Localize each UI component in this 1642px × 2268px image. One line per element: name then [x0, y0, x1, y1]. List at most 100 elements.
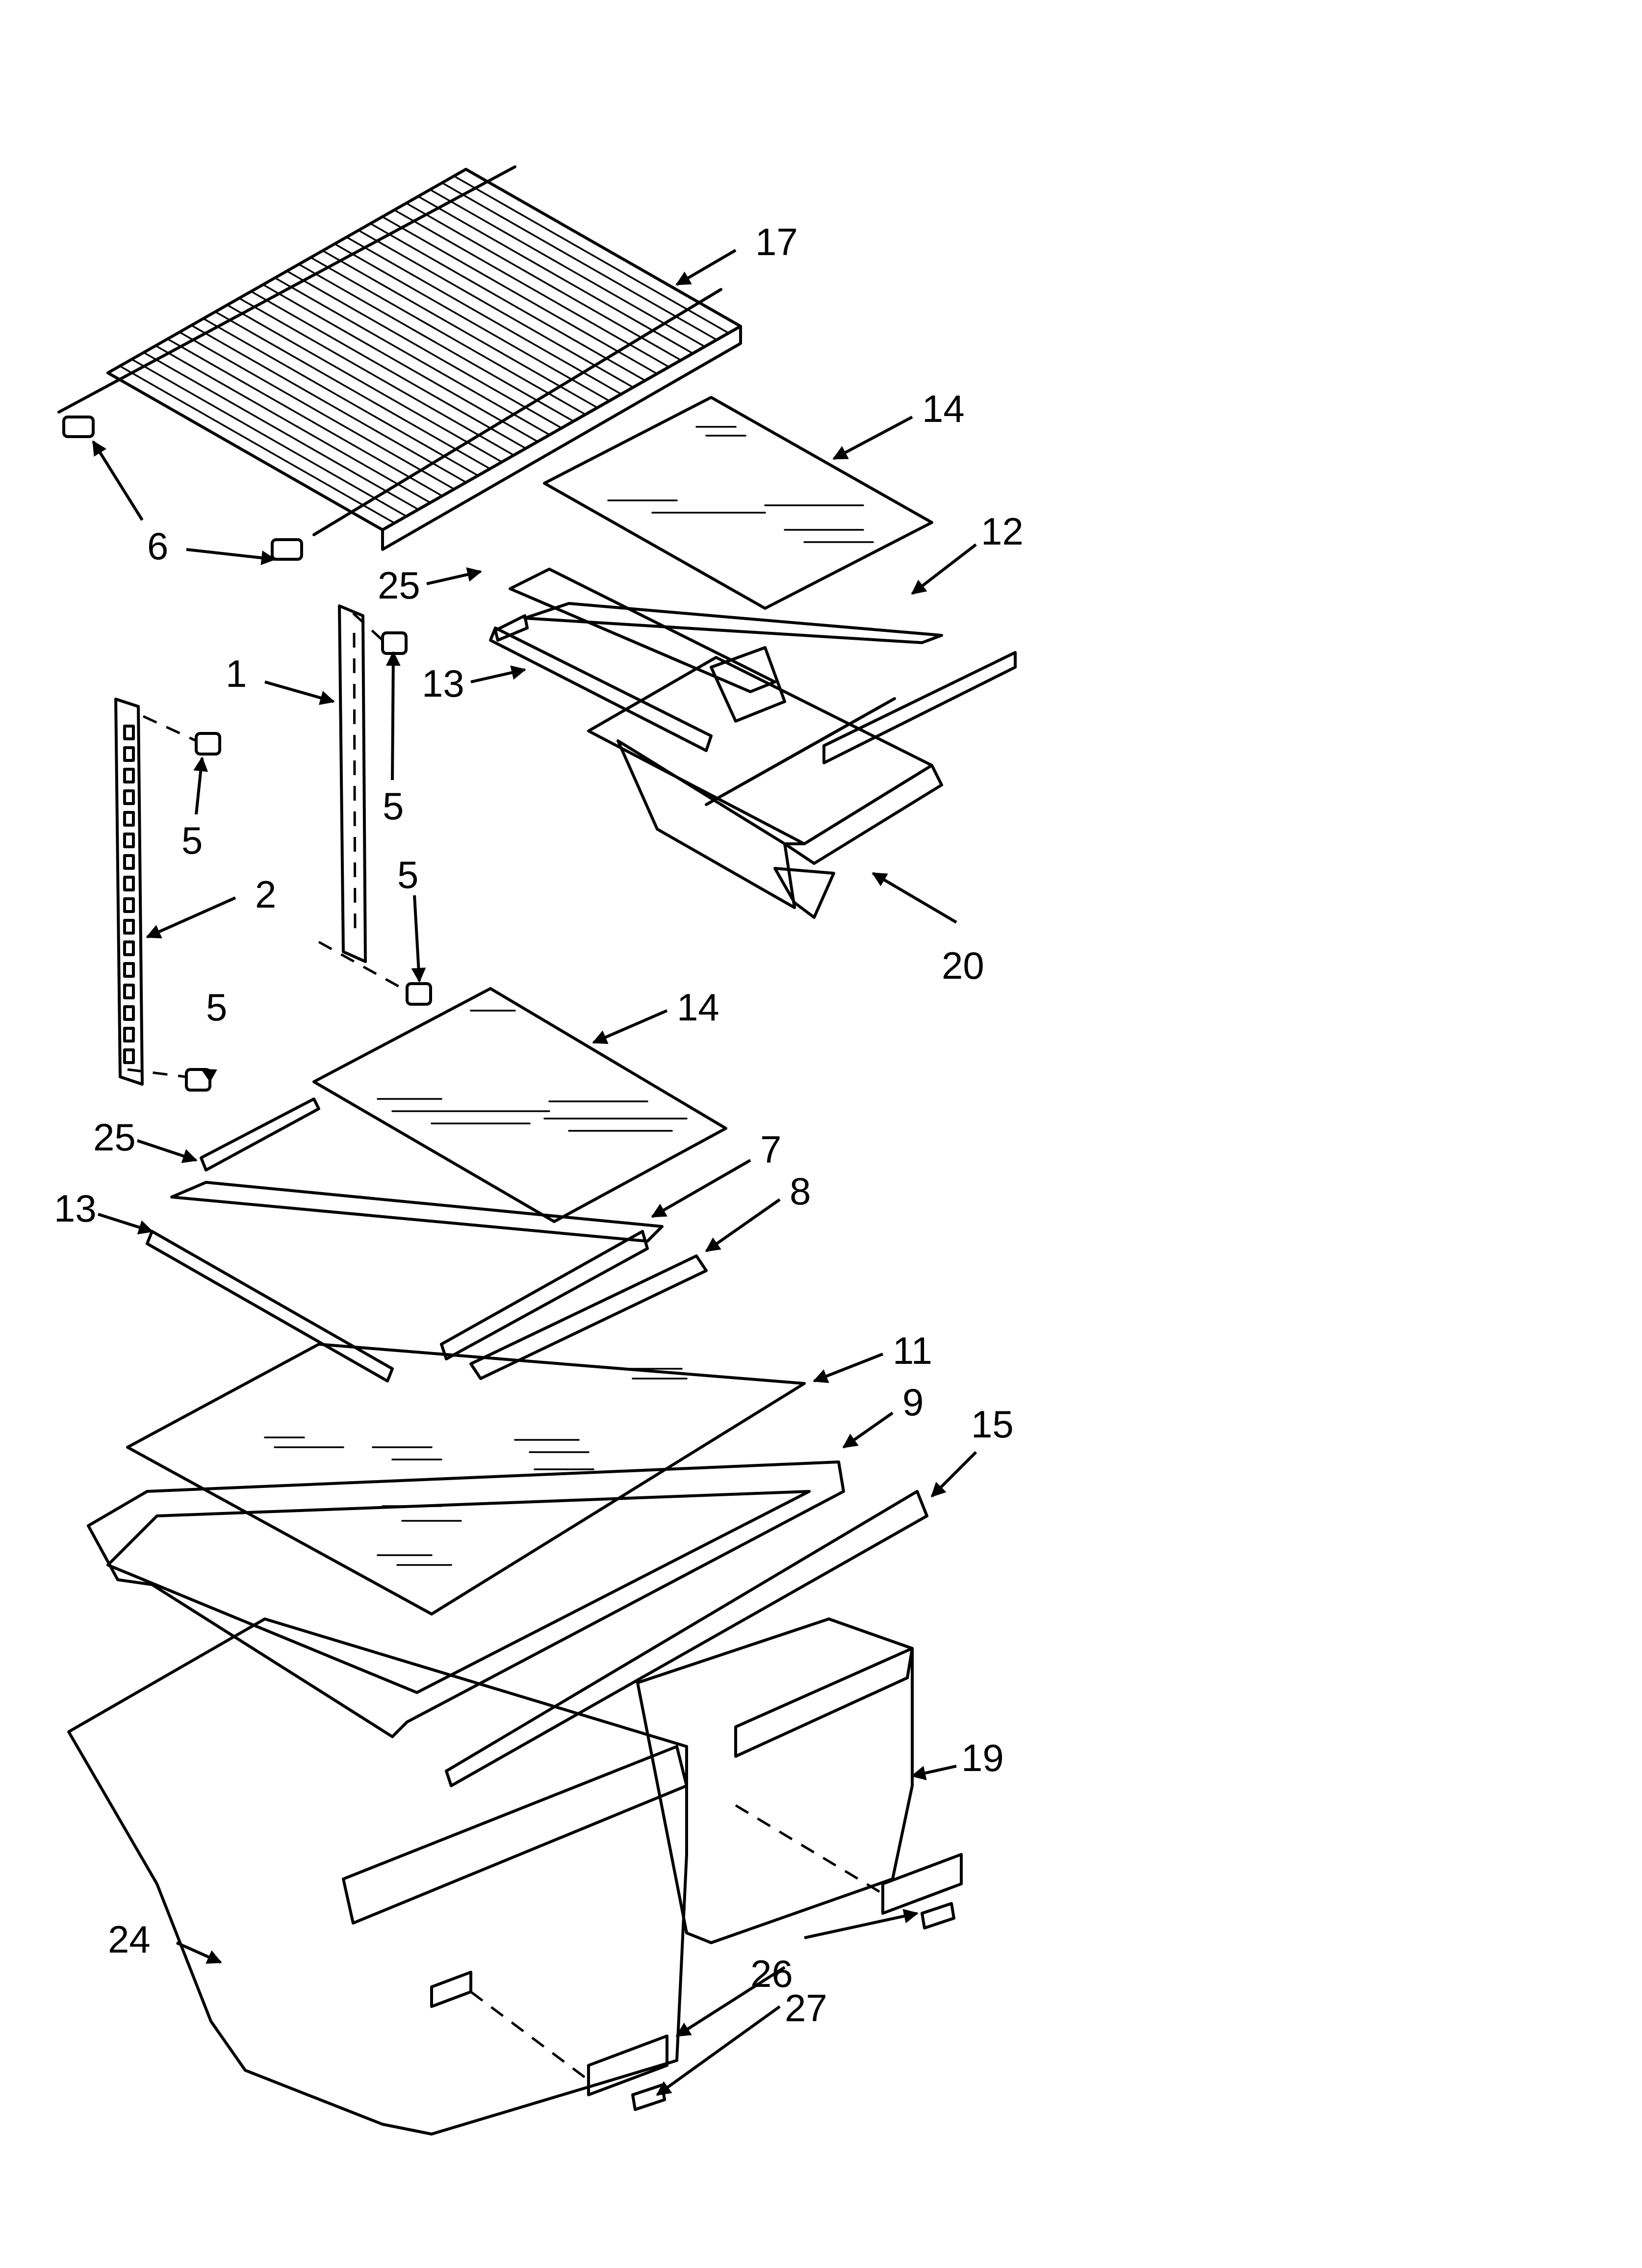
shelf-rod: [262, 284, 539, 443]
shelf-ladder-2: [114, 698, 144, 1086]
callout-9: 9: [902, 1381, 924, 1424]
shelf-rod: [405, 202, 682, 361]
ladder-slot: [123, 833, 135, 848]
shelf-rod: [345, 236, 622, 395]
shelf-rod: [143, 351, 419, 511]
shelf-rod: [465, 168, 742, 327]
ladder-slot: [123, 940, 135, 956]
callout-5-d: 5: [206, 986, 227, 1029]
ladder-slot: [123, 876, 135, 891]
shelf-pin-right: [271, 538, 303, 561]
crisper-cover-9: [87, 1460, 845, 1738]
callout-5-b: 5: [181, 819, 203, 862]
shelf-frame-7: [170, 1181, 664, 1360]
shelf-frame-12: [494, 568, 943, 693]
callout-12: 12: [981, 510, 1024, 553]
shelf-rod: [179, 331, 455, 490]
shelf-rod: [214, 311, 491, 470]
ladder-slot: [123, 746, 135, 762]
ladder-slot: [123, 984, 135, 999]
callout-11: 11: [893, 1329, 932, 1372]
callout-14-mid: 14: [677, 986, 719, 1029]
glass-shelf-14-top: [543, 396, 933, 610]
shelf-rod: [298, 263, 575, 422]
ladder-slot: [123, 919, 135, 935]
leader-lines: [92, 249, 977, 2096]
callout-7: 7: [760, 1128, 781, 1171]
ladder-slot: [123, 768, 135, 783]
shelf-rod: [358, 229, 634, 389]
callout-labels: 17 14 12 6 25 1 13 5 5 5 5 2 20 14 25 7 …: [54, 220, 1024, 2030]
callout-26: 26: [750, 1952, 793, 1995]
callout-20: 20: [942, 944, 984, 987]
spacer-25-lower: [200, 1097, 320, 1172]
callout-14-top: 14: [922, 387, 965, 430]
callout-27: 27: [785, 1986, 827, 2030]
shelf-ladder-1: [338, 604, 367, 963]
ladder-slot: [123, 725, 135, 740]
shelf-rail-13-upper: [489, 626, 713, 752]
shelf-rod: [441, 182, 718, 341]
ladder-slot: [123, 897, 135, 913]
vent-slot: [815, 697, 896, 744]
shelf-rod: [322, 250, 598, 409]
shelf-rod: [130, 358, 408, 518]
ladder-slot: [123, 854, 135, 870]
callout-13-upper: 13: [422, 662, 464, 705]
shelf-rod: [154, 344, 432, 504]
callout-25-upper: 25: [378, 564, 420, 607]
callout-15: 15: [971, 1403, 1014, 1446]
callout-8: 8: [790, 1170, 811, 1213]
ladder-slot: [123, 1048, 135, 1064]
rail-15: [445, 1490, 928, 1787]
callout-17: 17: [755, 220, 798, 263]
callout-6: 6: [147, 524, 168, 568]
callout-1: 1: [226, 652, 247, 695]
shelf-rod: [309, 257, 587, 416]
shelf-rod: [226, 304, 503, 463]
ladder-slot: [123, 811, 135, 827]
shelf-rod: [202, 317, 479, 477]
crisper-drawer-19: [636, 1617, 914, 1944]
callout-25-lower: 25: [93, 1116, 136, 1159]
screw-5-a: [381, 631, 408, 655]
crisper-pan-20: [587, 646, 1017, 919]
crisper-drawer-24: [67, 1617, 688, 2136]
wire-shelf-17: [57, 165, 742, 561]
callout-19: 19: [961, 1736, 1004, 1779]
latch-27-b: [921, 1902, 955, 1929]
latch-26-a: [587, 2034, 668, 2096]
shelf-rod: [238, 297, 515, 456]
shelf-rod: [453, 175, 730, 334]
callout-2: 2: [255, 873, 276, 916]
ladder-slot: [123, 789, 135, 805]
shelf-rod: [393, 209, 670, 368]
shelf-rod: [250, 290, 527, 449]
callout-5-c: 5: [397, 853, 418, 896]
callout-24: 24: [108, 1918, 151, 1961]
ladder-slot: [123, 962, 135, 978]
glass-shelf-11: [126, 1343, 806, 1616]
shelf-rod: [334, 243, 611, 402]
shelf-rod: [166, 338, 443, 497]
shelf-rod: [381, 216, 658, 375]
shelf-rod: [429, 188, 706, 348]
ladder-slot: [123, 1005, 135, 1021]
glass-shelf-14-mid: [312, 987, 727, 1223]
screw-5-c: [406, 982, 432, 1006]
latch-27-a: [631, 2084, 666, 2111]
latch-26-b: [881, 1853, 963, 1915]
shelf-rod: [286, 270, 563, 429]
ladder-slot: [123, 1027, 135, 1043]
shelf-rod: [274, 277, 551, 436]
shelf-rod: [107, 372, 384, 531]
shelf-rod: [190, 324, 467, 483]
callout-5-a: 5: [383, 784, 404, 828]
shelf-rod: [119, 365, 396, 524]
screw-5-b: [195, 732, 221, 756]
shelf-rail-13-lower: [146, 1230, 394, 1382]
rail-8: [469, 1254, 708, 1380]
shelf-rod: [369, 222, 646, 382]
shelf-rod: [417, 195, 694, 355]
